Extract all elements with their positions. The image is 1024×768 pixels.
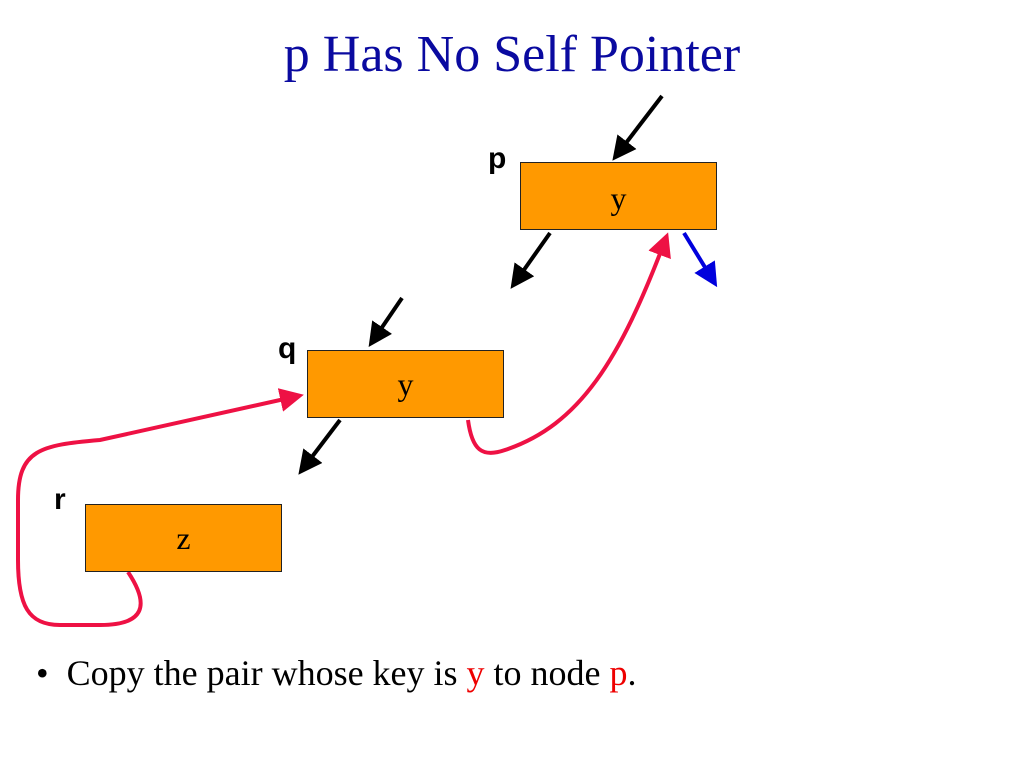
left-child-pointer-of-p [510,231,552,289]
node-r-key: z [176,520,191,556]
bullet-text-middle: to node [493,653,601,693]
node-r-label: r [54,483,66,516]
thread-q-to-p [466,232,671,455]
bullet-text-end: . [627,653,637,693]
thread-r-to-q [16,388,304,627]
node-p-key: y [610,180,627,216]
bullet-node-highlight: p [609,653,628,693]
node-p-box: y [520,162,717,230]
node-q-label: q [278,332,297,365]
slide-title: p Has No Self Pointer [283,26,741,83]
parent-pointer-into-p [612,94,664,161]
bullet-item: • Copy the pair whose key is y to node p. [36,652,637,694]
node-q-key: y [397,366,414,402]
node-r-box: z [85,504,282,572]
node-p-label: p [488,142,507,175]
node-q-box: y [307,350,504,418]
parent-pointer-into-q [368,296,404,347]
left-child-pointer-of-q [298,418,342,475]
bullet-text-before: Copy the pair whose key is [66,653,458,693]
bullet-key-highlight: y [466,653,485,693]
right-child-pointer-of-p [682,231,718,288]
bullet-symbol: • [36,653,49,693]
